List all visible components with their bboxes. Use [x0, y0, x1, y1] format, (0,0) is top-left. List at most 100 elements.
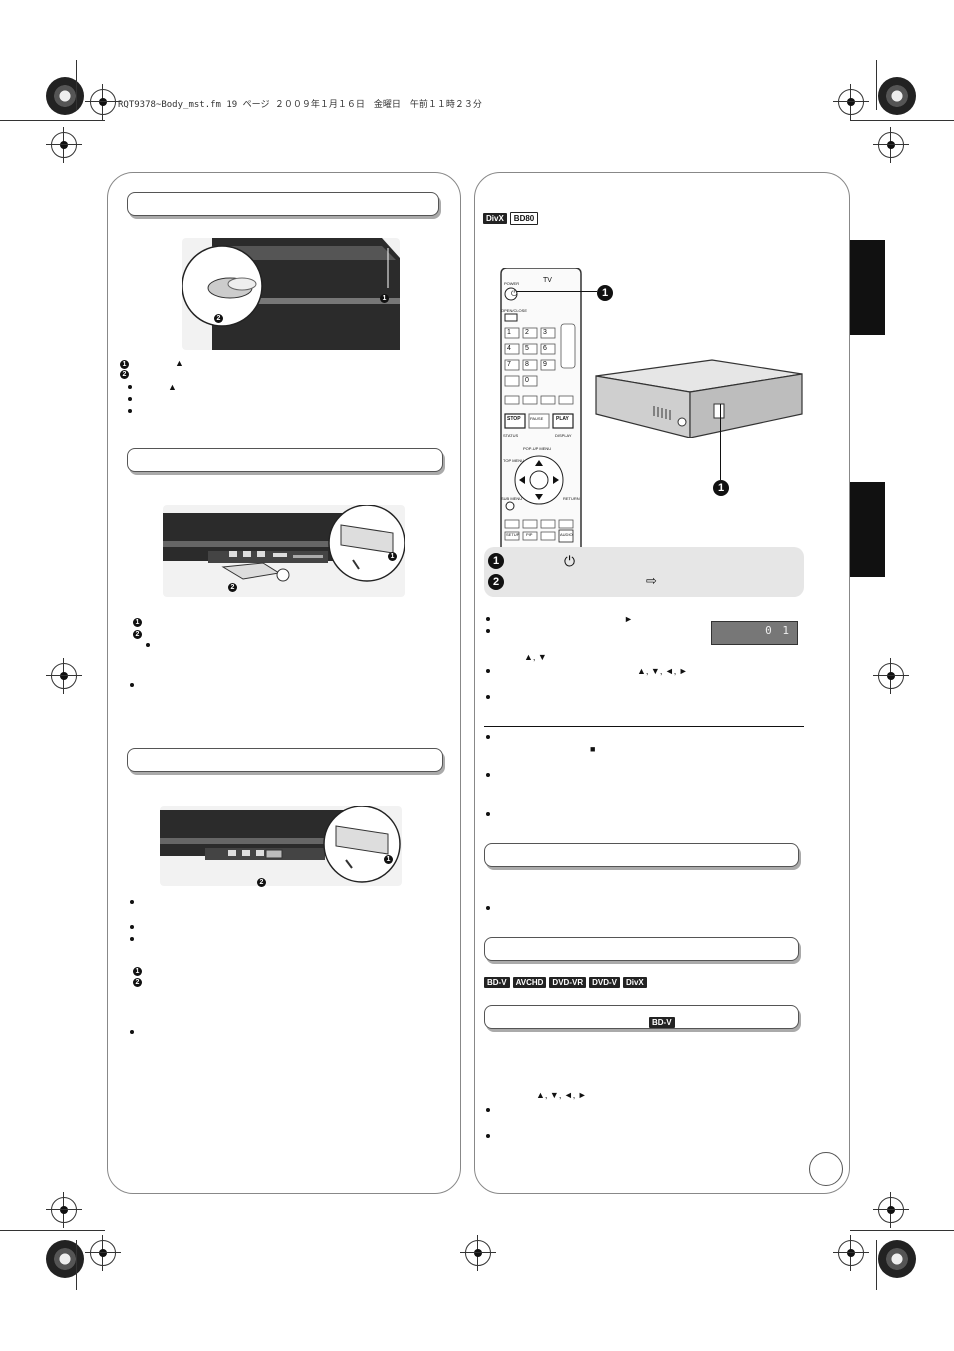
- crosshair-icon: [460, 1235, 496, 1271]
- crosshair-icon: [873, 658, 909, 694]
- format-tag: DivX: [622, 977, 647, 988]
- digit-2: 2: [525, 329, 529, 336]
- digit-9: 9: [543, 361, 547, 368]
- step-number: 2: [120, 370, 129, 379]
- power-button-label: POWER: [504, 281, 520, 286]
- pause-button-label: PAUSE: [530, 416, 544, 421]
- audio-label: AUDIO: [560, 532, 573, 537]
- bullet: [146, 643, 150, 647]
- bullet: [486, 812, 490, 816]
- bullet: [130, 937, 134, 941]
- step-number: 1: [133, 967, 142, 976]
- play-button-label: PLAY: [556, 416, 569, 422]
- play-icon: ►: [624, 614, 633, 624]
- crosshair-icon: [833, 84, 869, 120]
- top-menu-label: TOP MENU: [503, 458, 524, 463]
- power-button: ⏻: [511, 289, 518, 298]
- bullet: [130, 925, 134, 929]
- digit-5: 5: [525, 345, 529, 352]
- crosshair-icon: [46, 1192, 82, 1228]
- bullet: [486, 629, 490, 633]
- disc-tray-illustration: [181, 238, 400, 350]
- section-heading: [484, 843, 799, 867]
- digit-4: 4: [507, 345, 511, 352]
- section-heading: [127, 192, 439, 216]
- sd-card-remove-illustration: [160, 805, 402, 886]
- popup-menu-label: POP-UP MENU: [523, 446, 552, 451]
- format-tag: DVD-VR: [549, 977, 587, 988]
- registration-mark-icon: [46, 1240, 84, 1278]
- status-label: STATUS: [503, 433, 519, 438]
- stop-button-label: STOP: [507, 416, 521, 422]
- digit-7: 7: [507, 361, 511, 368]
- crop-line: [76, 60, 77, 110]
- step-number: 1: [133, 618, 142, 627]
- format-tag: BD-V: [484, 977, 510, 988]
- bullet: [128, 397, 132, 401]
- pip-label: PIP: [526, 532, 533, 537]
- format-tag: DivX: [483, 213, 507, 224]
- callout-number: 1: [380, 294, 389, 303]
- eject-icon: ▲: [168, 382, 177, 392]
- remote-control-illustration: TV POWER ⏻ OPEN/CLOSE 1 2 3 4 5 6 7 8 9 …: [497, 267, 585, 549]
- callout-number: 2: [214, 314, 223, 323]
- front-display: 0 1: [711, 621, 798, 645]
- stop-icon: ■: [590, 744, 596, 754]
- format-tag: BD-V: [649, 1017, 675, 1028]
- bullet: [486, 1108, 490, 1112]
- crosshair-icon: [85, 84, 121, 120]
- crop-line: [850, 120, 954, 121]
- crosshair-icon: [873, 127, 909, 163]
- print-header: RQT9378~Body_mst.fm 19 ページ ２００９年１月１６日 金曜…: [118, 100, 482, 110]
- bullet: [128, 385, 132, 389]
- callout-number: 1: [713, 480, 729, 496]
- crosshair-icon: [46, 658, 82, 694]
- digit-6: 6: [543, 345, 547, 352]
- callout-number: 1: [597, 285, 613, 301]
- format-tag: BD80: [509, 212, 539, 225]
- sd-card-illustration: [163, 504, 406, 597]
- crop-line: [0, 1230, 105, 1231]
- bullet: [486, 735, 490, 739]
- arrow-keys-icon: ▲, ▼: [524, 652, 547, 662]
- callout-number: 1: [388, 552, 397, 561]
- return-label: RETURN: [563, 496, 580, 501]
- callout-leader-line: [517, 291, 597, 292]
- display-label: DISPLAY: [555, 433, 572, 438]
- arrow-keys-icon: ▲, ▼, ◄, ►: [637, 666, 688, 676]
- bullet: [130, 900, 134, 904]
- eject-icon: ▲: [175, 358, 184, 368]
- bullet: [486, 695, 490, 699]
- crop-line: [850, 1230, 954, 1231]
- remote-tv-label: TV: [543, 277, 552, 284]
- bullet: [130, 683, 134, 687]
- divider: [484, 726, 804, 727]
- bullet: [486, 773, 490, 777]
- step-number: 1: [488, 553, 504, 569]
- crop-line: [76, 1240, 77, 1290]
- crop-line: [876, 1240, 877, 1290]
- display-readout: 0 1: [765, 624, 791, 637]
- format-tag: DVD-V: [589, 977, 620, 988]
- callout-leader-line: [720, 404, 721, 480]
- crosshair-icon: [833, 1235, 869, 1271]
- bullet: [486, 1134, 490, 1138]
- callout-number: 2: [228, 583, 237, 592]
- bullet: [486, 906, 490, 910]
- section-heading: [484, 1005, 799, 1029]
- crosshair-icon: [46, 127, 82, 163]
- step-number: 1: [120, 360, 129, 369]
- digit-8: 8: [525, 361, 529, 368]
- step-number: 2: [488, 574, 504, 590]
- registration-mark-icon: [878, 77, 916, 115]
- power-icon: ⏻: [564, 553, 576, 569]
- section-heading: [484, 937, 799, 961]
- digit-3: 3: [543, 329, 547, 336]
- open-close-label: OPEN/CLOSE: [501, 308, 528, 313]
- callout-number: 1: [384, 855, 393, 864]
- page-number-circle: [809, 1152, 843, 1186]
- section-heading: [127, 748, 443, 772]
- step-number: 2: [133, 630, 142, 639]
- bullet: [486, 669, 490, 673]
